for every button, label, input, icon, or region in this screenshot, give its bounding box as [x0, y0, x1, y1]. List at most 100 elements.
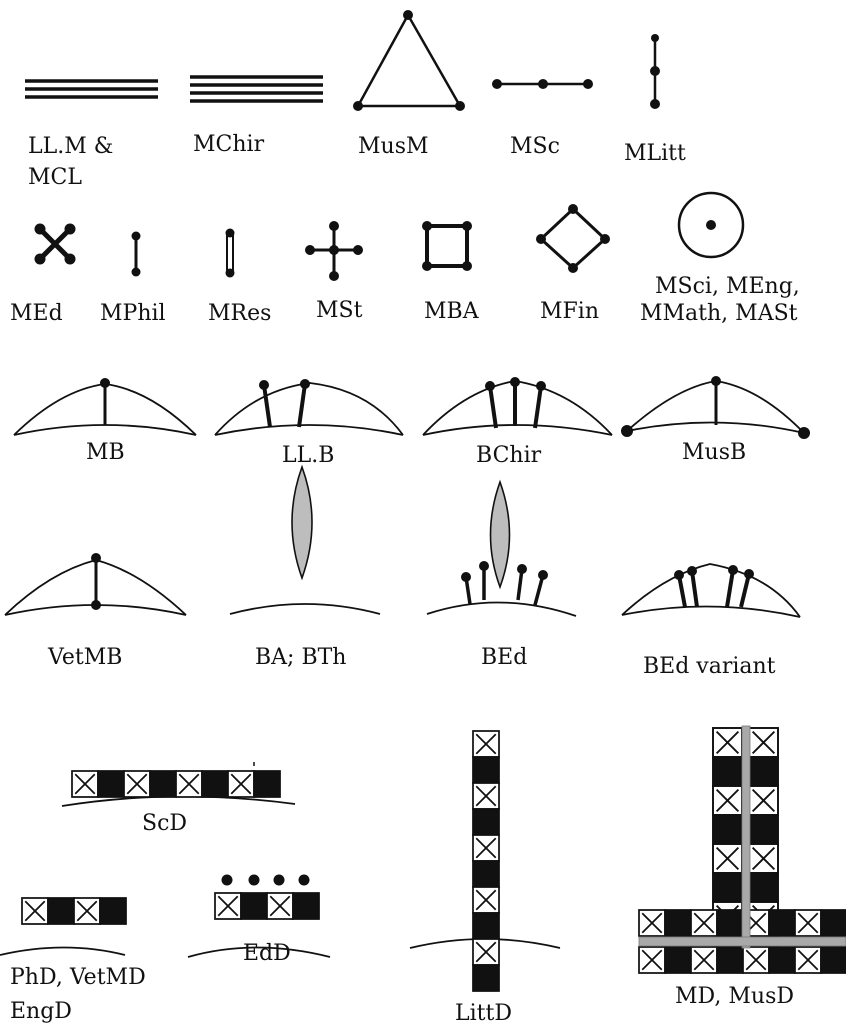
- crossed-box-cell: [639, 947, 665, 973]
- label-musm: MusM: [358, 134, 429, 159]
- crossed-box-cell: [473, 887, 499, 913]
- black-box-cell: [100, 898, 126, 924]
- black-box-cell: [665, 910, 691, 936]
- label-vetmb: VetMB: [47, 645, 122, 670]
- symbol-mst: [305, 221, 363, 281]
- black-box-cell: [473, 757, 499, 783]
- crossed-box-cell: [713, 786, 742, 815]
- black-box-cell: [473, 965, 499, 991]
- symbol-mlitt: [650, 34, 660, 109]
- crossed-box-cell: [473, 783, 499, 809]
- label-scd: ScD: [142, 811, 187, 836]
- crossed-box-cell: [749, 844, 778, 873]
- black-box-cell: [473, 913, 499, 939]
- crossed-box-cell: [215, 893, 241, 919]
- label-mst: MSt: [316, 298, 363, 323]
- label-littd: LittD: [455, 1001, 512, 1026]
- label-mcl: MCL: [28, 165, 82, 190]
- crossed-box-cell: [691, 947, 717, 973]
- crossed-box-cell: [72, 771, 98, 797]
- symbol-llb: [215, 380, 403, 436]
- black-box-cell: [713, 757, 742, 786]
- symbol-mfin: [536, 204, 610, 273]
- symbol-mb: [14, 379, 196, 436]
- crossed-box-cell: [473, 731, 499, 757]
- symbol-mba: [422, 221, 472, 271]
- symbol-msc: [492, 79, 593, 89]
- black-box-cell: [821, 910, 846, 936]
- symbol-phd: [0, 898, 126, 955]
- black-box-cell: [665, 947, 691, 973]
- label-msc: MSc: [510, 134, 560, 159]
- label-edd: EdD: [243, 941, 291, 966]
- label-md: MD, MusD: [675, 984, 794, 1009]
- crossed-box-cell: [639, 910, 665, 936]
- crossed-box-cell: [473, 835, 499, 861]
- black-box-cell: [473, 809, 499, 835]
- label-bed: BEd: [481, 645, 527, 670]
- black-box-cell: [821, 947, 846, 973]
- crossed-box-cell: [713, 844, 742, 873]
- symbol-vetmb: [5, 554, 186, 616]
- label-bed-variant: BEd variant: [643, 654, 776, 679]
- label-mlitt: MLitt: [624, 141, 686, 166]
- symbol-ba-bth: [230, 467, 380, 614]
- symbol-musb: [622, 377, 810, 439]
- black-box-cell: [473, 861, 499, 887]
- symbol-musm: [353, 10, 465, 111]
- label-llb: LL.B: [282, 443, 334, 468]
- crossed-box-cell: [74, 898, 100, 924]
- crossed-box-cell: [124, 771, 150, 797]
- label-mphil: MPhil: [100, 301, 166, 326]
- label-phd-1: PhD, VetMD: [10, 965, 146, 990]
- crossed-box-cell: [176, 771, 202, 797]
- symbol-mres: [226, 229, 235, 278]
- label-mfin: MFin: [540, 299, 599, 324]
- black-box-cell: [202, 771, 228, 797]
- symbol-md-musd: [639, 726, 846, 973]
- black-box-cell: [254, 771, 280, 797]
- black-box-cell: [98, 771, 124, 797]
- symbol-bed-variant: [622, 564, 800, 617]
- black-box-cell: [241, 893, 267, 919]
- symbol-bed: [427, 482, 576, 616]
- crossed-box-cell: [691, 910, 717, 936]
- crossed-box-cell: [749, 728, 778, 757]
- symbol-littd: [410, 731, 560, 991]
- black-box-cell: [713, 873, 742, 902]
- black-box-cell: [769, 947, 795, 973]
- symbol-scd: [62, 762, 295, 806]
- black-box-cell: [293, 893, 319, 919]
- black-box-cell: [717, 910, 743, 936]
- symbol-bchir: [423, 378, 612, 436]
- black-box-cell: [749, 873, 778, 902]
- symbol-mchir: [190, 77, 323, 101]
- label-llm: LL.M &: [28, 134, 113, 159]
- symbol-msci: [679, 193, 743, 257]
- crossed-box-cell: [795, 947, 821, 973]
- label-mba: MBA: [424, 299, 480, 324]
- black-box-cell: [717, 947, 743, 973]
- black-box-cell: [48, 898, 74, 924]
- label-musb: MusB: [682, 440, 746, 465]
- black-box-cell: [150, 771, 176, 797]
- black-box-cell: [749, 757, 778, 786]
- label-msci-2: MMath, MASt: [640, 301, 798, 326]
- black-box-cell: [713, 815, 742, 844]
- symbol-llm-mcl: [25, 81, 158, 97]
- symbol-med: [35, 224, 76, 265]
- crossed-box-cell: [473, 939, 499, 965]
- label-msci-1: MSci, MEng,: [655, 274, 800, 299]
- label-med: MEd: [10, 301, 63, 326]
- crossed-box-cell: [22, 898, 48, 924]
- label-mchir: MChir: [193, 132, 265, 157]
- label-phd-2: EngD: [10, 999, 72, 1024]
- crossed-box-cell: [743, 947, 769, 973]
- black-box-cell: [769, 910, 795, 936]
- crossed-box-cell: [713, 728, 742, 757]
- symbol-mphil: [132, 232, 141, 277]
- label-mb: MB: [86, 440, 125, 465]
- crossed-box-cell: [749, 786, 778, 815]
